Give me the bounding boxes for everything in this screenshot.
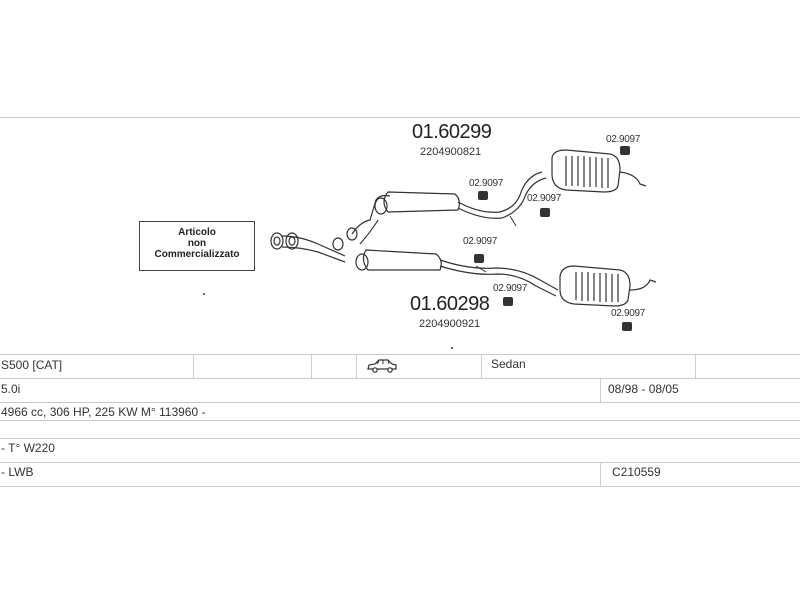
not-commercialized-note: Articolo non Commercializzato	[139, 221, 255, 271]
note-line-2: non	[187, 238, 207, 249]
front-pipe	[281, 235, 346, 263]
hanger-label: 02.9097	[527, 193, 562, 204]
stray-dot	[451, 347, 453, 349]
lower-rear-pipe	[439, 259, 559, 291]
lower-rear-pipe-2	[439, 265, 557, 297]
col-sep-5	[695, 354, 696, 378]
table-bottom-border	[0, 486, 800, 487]
row-divider-2	[0, 402, 800, 403]
hanger-label: 02.9097	[611, 308, 646, 319]
leader-tick	[509, 215, 517, 227]
exhaust-system-diagram	[203, 146, 657, 349]
col-sep-3	[356, 354, 357, 378]
chassis-type: - T° W220	[1, 441, 55, 455]
hanger-label: 02.9097	[469, 178, 504, 189]
upper-tailpipe	[619, 171, 647, 187]
stray-dot	[203, 293, 205, 295]
upper-middle-silencer	[383, 191, 461, 213]
lower-tailpipe	[629, 279, 657, 291]
clamp-ring-2	[346, 227, 358, 241]
upper-intermediate-pipe	[351, 194, 391, 235]
row-divider-4	[0, 438, 800, 439]
row-divider-1	[0, 378, 800, 379]
col-sep-7	[600, 462, 601, 486]
front-pipe-end-left	[270, 232, 284, 250]
engine-specs: 4966 cc, 306 HP, 225 KW M° 113960 -	[1, 405, 206, 419]
lower-rear-silencer	[559, 265, 631, 307]
model-name: S500 [CAT]	[1, 358, 63, 372]
col-sep-2	[311, 354, 312, 378]
lower-oem-number: 2204900921	[419, 318, 481, 330]
hanger-icon	[503, 297, 513, 306]
hanger-icon	[622, 322, 632, 331]
note-line-1: Articolo	[178, 227, 216, 238]
lower-silencer-inlet	[355, 253, 369, 271]
hanger-label: 02.9097	[463, 236, 498, 247]
hanger-icon	[474, 254, 484, 263]
hanger-label: 02.9097	[493, 283, 528, 294]
row-divider-5	[0, 462, 800, 463]
col-sep-1	[193, 354, 194, 378]
lower-middle-silencer	[362, 249, 442, 271]
hanger-icon	[540, 208, 550, 217]
top-border	[0, 117, 800, 118]
hanger-icon	[620, 146, 630, 155]
upper-part-number: 01.60299	[412, 121, 492, 143]
hanger-label: 02.9097	[606, 134, 641, 145]
row-divider-3	[0, 420, 800, 421]
upper-front-pipe-2	[359, 219, 379, 245]
upper-rear-pipe	[457, 171, 543, 213]
lower-part-number: 01.60298	[410, 293, 490, 315]
body-variant: - LWB	[1, 465, 34, 479]
production-years: 08/98 - 08/05	[608, 382, 679, 396]
upper-oem-number: 2204900821	[420, 146, 482, 158]
col-sep-6	[600, 378, 601, 402]
upper-silencer-inlet	[374, 197, 388, 215]
clamp-ring-1	[332, 237, 344, 251]
front-pipe-end-right-inner	[288, 236, 296, 246]
upper-rear-silencer-ribs	[565, 156, 609, 188]
leader-tick	[475, 265, 487, 273]
body-type: Sedan	[491, 357, 526, 371]
sedan-car-icon	[367, 359, 397, 373]
front-pipe-end-right	[285, 232, 299, 250]
table-top-border	[0, 354, 800, 355]
kit-code: C210559	[612, 465, 661, 479]
front-pipe-end-left-inner	[273, 236, 281, 246]
upper-rear-silencer	[551, 149, 621, 193]
engine-size: 5.0i	[1, 382, 21, 396]
hanger-icon	[478, 191, 488, 200]
lower-rear-silencer-ribs	[575, 272, 619, 302]
col-sep-4	[481, 354, 482, 378]
upper-rear-pipe-2	[457, 177, 547, 219]
note-line-3: Commercializzato	[154, 249, 240, 260]
